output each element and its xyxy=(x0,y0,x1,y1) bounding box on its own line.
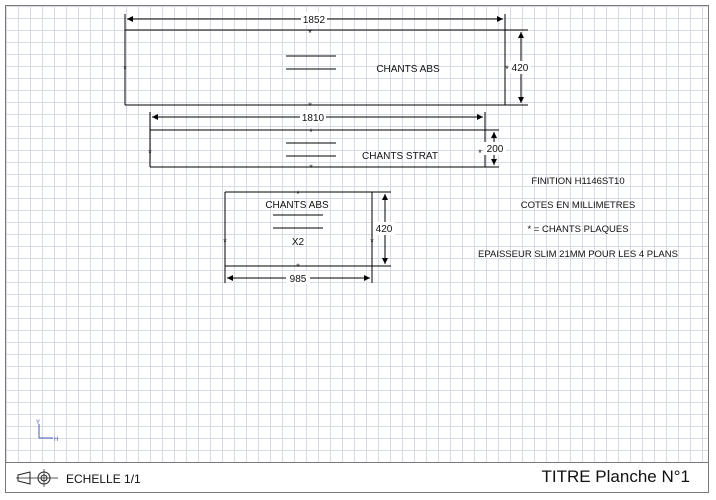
top-edge-marker-left: * xyxy=(123,64,127,74)
drawing-sheet xyxy=(5,5,709,493)
axis-icon: Y H xyxy=(36,420,58,443)
middle-width-value: 1810 xyxy=(302,113,325,124)
top-edge-marker-right: * xyxy=(505,64,509,74)
small-panel-quantity: X2 xyxy=(292,237,305,248)
note-units: COTES EN MILLIMETRES xyxy=(521,200,636,211)
top-width-value: 1852 xyxy=(303,15,326,26)
top-height-value: 420 xyxy=(512,63,529,74)
axis-y-label: Y xyxy=(36,420,40,426)
middle-edge-marker-bottom: * xyxy=(309,163,313,173)
middle-height-value: 200 xyxy=(487,144,504,155)
small-edge-marker-left: * xyxy=(223,237,227,247)
top-panel xyxy=(124,14,528,106)
top-edge-marker-top: * xyxy=(308,28,312,38)
sheet-title: TITRE Planche N°1 xyxy=(541,467,690,486)
top-panel-label: CHANTS ABS xyxy=(376,64,440,75)
small-edge-marker-bottom: * xyxy=(296,262,300,272)
scale-label: ECHELLE 1/1 xyxy=(66,472,141,486)
axis-x-label: H xyxy=(54,437,58,443)
third-angle-projection-icon xyxy=(16,469,58,487)
note-thickness: EPAISSEUR SLIM 21MM POUR LES 4 PLANS xyxy=(478,249,678,260)
small-panel-label: CHANTS ABS xyxy=(265,200,329,211)
small-width-value-bg xyxy=(286,271,310,284)
small-height-value-bg xyxy=(373,222,395,235)
middle-height-value-bg xyxy=(484,142,506,155)
title-block: ECHELLE 1/1 TITRE Planche N°1 xyxy=(5,462,709,493)
top-edge-marker-bottom: * xyxy=(308,101,312,111)
middle-edge-marker-right: * xyxy=(478,148,482,158)
middle-edge-marker-top: * xyxy=(309,127,313,137)
small-width-value: 985 xyxy=(290,274,307,285)
top-width-value-bg xyxy=(301,12,327,25)
top-height-value-bg xyxy=(509,61,531,74)
middle-edge-marker-left: * xyxy=(148,148,152,158)
notes: FINITION H1146ST10 COTES EN MILLIMETRES … xyxy=(478,176,678,260)
middle-panel-label: CHANTS STRAT xyxy=(362,151,438,162)
small-height-value: 420 xyxy=(376,224,393,235)
note-finish: FINITION H1146ST10 xyxy=(531,176,624,187)
small-edge-marker-right: * xyxy=(370,237,374,247)
middle-width-value-bg xyxy=(300,110,326,123)
note-edge-legend: * = CHANTS PLAQUES xyxy=(527,224,628,235)
small-edge-marker-top: * xyxy=(296,189,300,199)
